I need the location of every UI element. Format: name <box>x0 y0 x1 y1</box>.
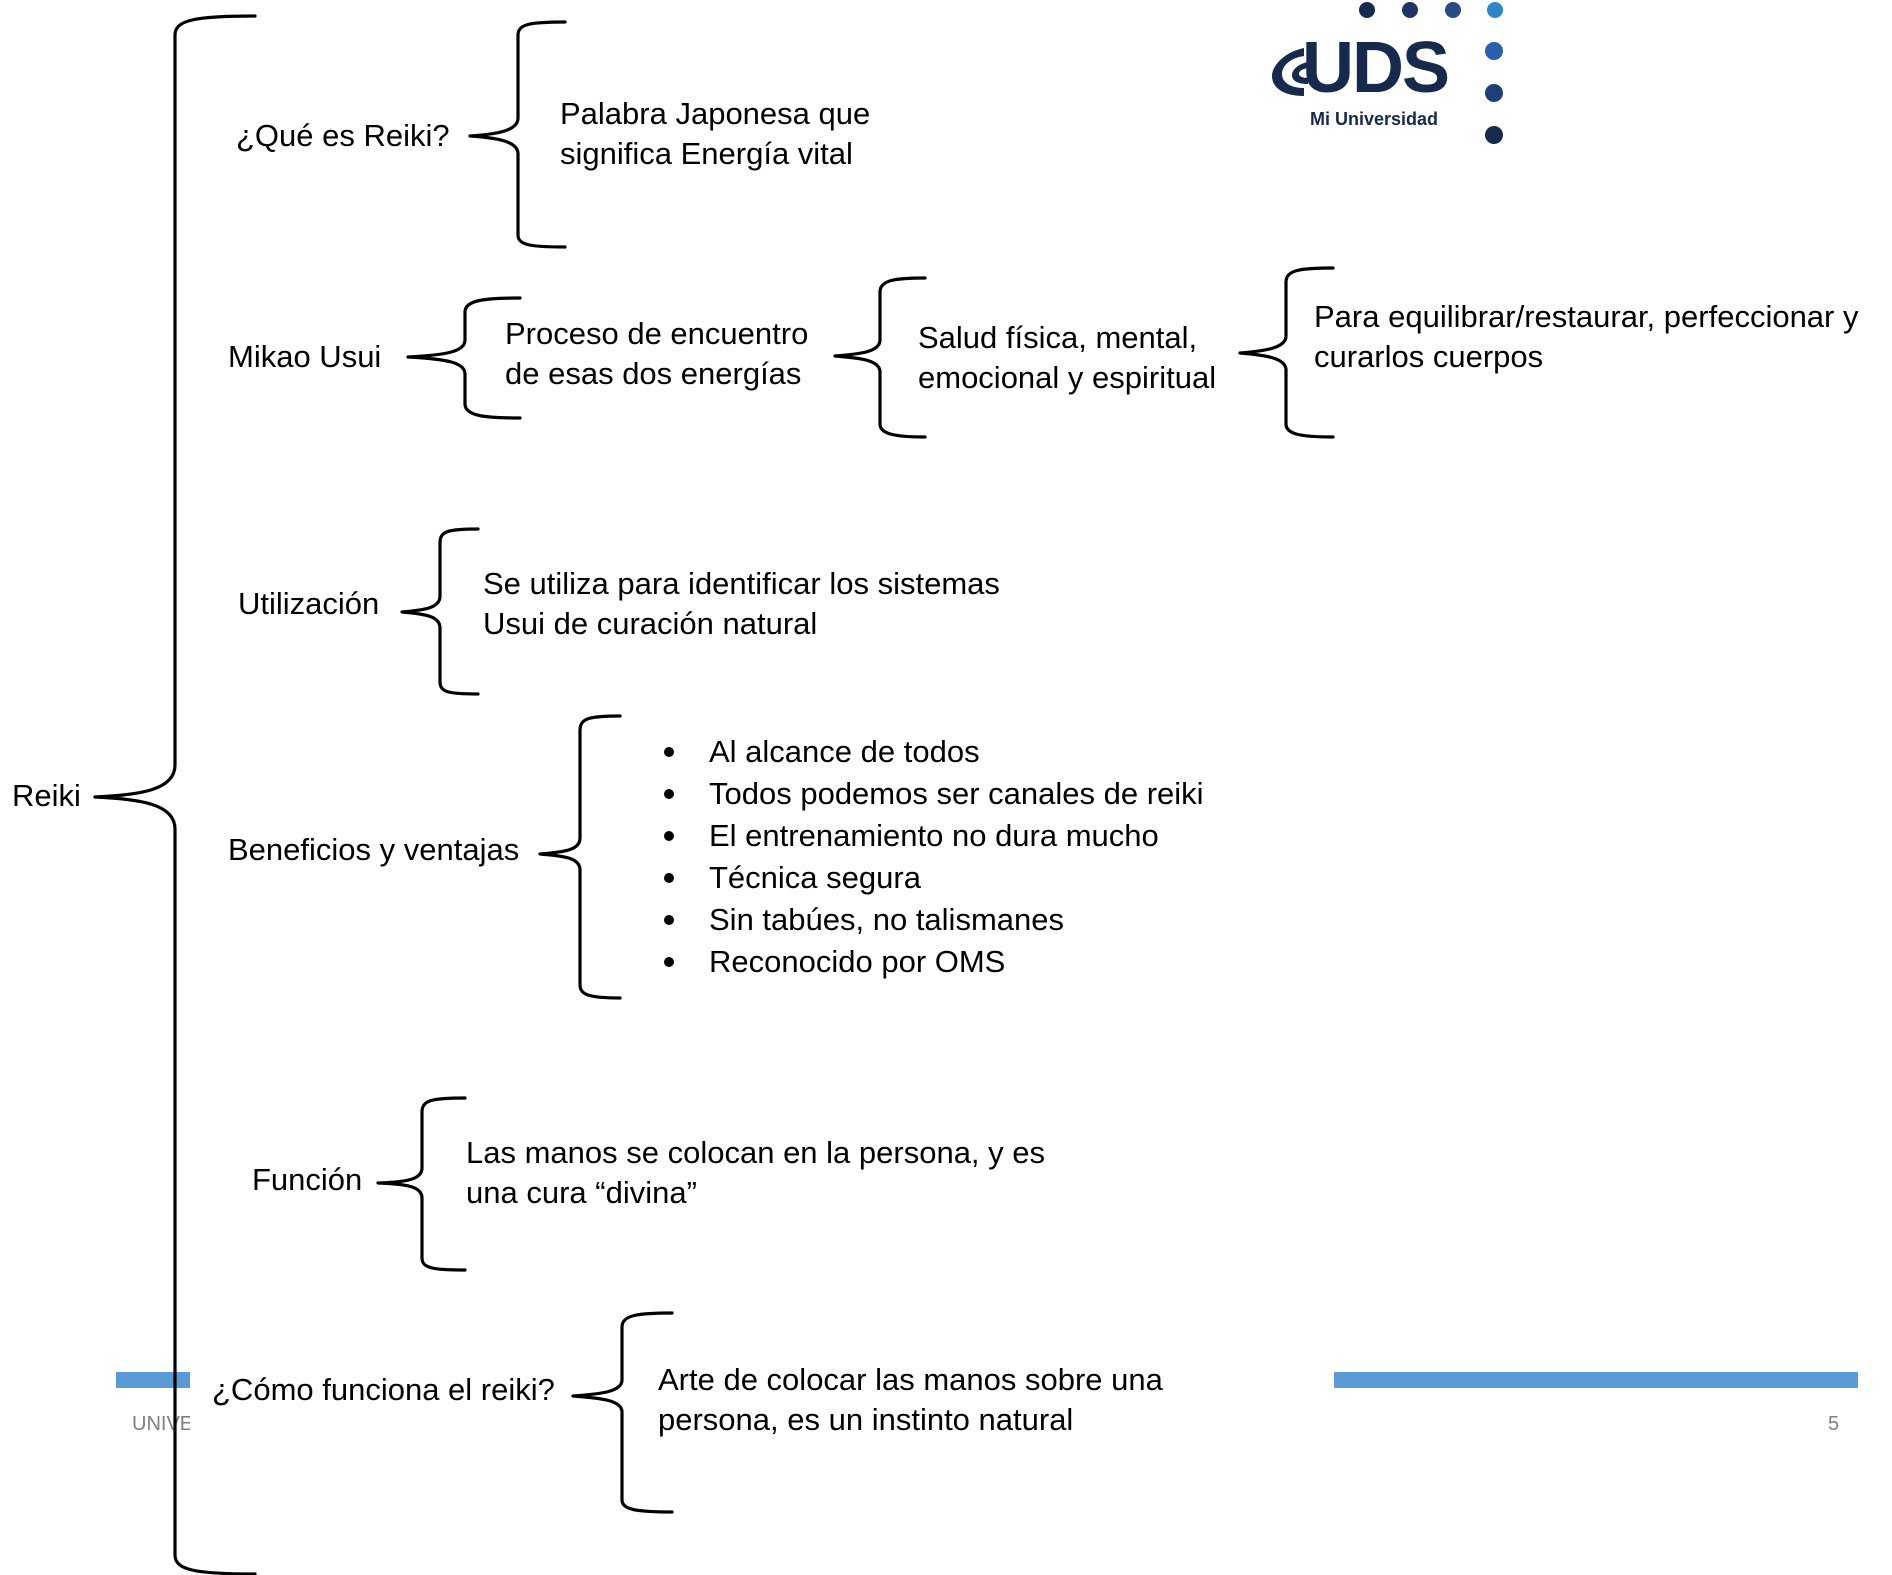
footer-bar-right <box>1334 1372 1858 1388</box>
uds-logo: UDS Mi Universidad <box>1262 0 1522 150</box>
what-label: ¿Qué es Reiki? <box>236 118 450 153</box>
benefit-item: Sin tabúes, no talismanes <box>664 899 1204 941</box>
usui-step3-brace <box>1238 266 1335 439</box>
benefit-text: Técnica segura <box>709 860 921 895</box>
logo-dot-icon <box>1445 2 1461 18</box>
benefits-label: Beneficios y ventajas <box>228 832 520 867</box>
what-detail: Palabra Japonesa que significa Energía v… <box>560 96 871 171</box>
usui-brace <box>406 296 522 420</box>
root-label: Reiki <box>12 778 81 813</box>
usui-step2: Salud física, mental, emocional y espiri… <box>918 320 1217 395</box>
logo-dot-icon <box>1485 42 1503 60</box>
benefit-text: Todos podemos ser canales de reiki <box>709 776 1204 811</box>
logo-dot-icon <box>1402 2 1418 18</box>
benefit-text: Reconocido por OMS <box>709 944 1006 979</box>
logo-dot-icon <box>1485 126 1503 144</box>
benefit-item: Técnica segura <box>664 857 1204 899</box>
how-detail: Arte de colocar las manos sobre una pers… <box>658 1362 1163 1437</box>
logo-swoosh-icon <box>1272 48 1308 96</box>
function-brace <box>376 1096 467 1272</box>
usui-step1: Proceso de encuentro de esas dos energía… <box>505 316 809 391</box>
bullet-icon <box>664 915 674 925</box>
usui-step2-brace <box>833 276 927 439</box>
logo-dot-icon <box>1359 2 1375 18</box>
benefit-item: Reconocido por OMS <box>664 941 1204 983</box>
usui-step3: Para equilibrar/restaurar, perfeccionar … <box>1314 299 1859 374</box>
benefit-item: Al alcance de todos <box>664 731 1204 773</box>
logo-dot-icon <box>1487 2 1503 18</box>
page-number: 5 <box>1828 1413 1840 1435</box>
how-label: ¿Cómo funciona el reiki? <box>212 1370 555 1410</box>
benefit-text: Al alcance de todos <box>709 734 980 769</box>
what-brace <box>468 20 567 249</box>
bullet-icon <box>664 957 674 967</box>
use-detail: Se utiliza para identificar los sistemas… <box>483 566 1000 641</box>
bullet-icon <box>664 789 674 799</box>
how-brace <box>571 1311 674 1514</box>
use-brace <box>400 527 480 696</box>
function-detail: Las manos se colocan en la persona, y es… <box>466 1135 1046 1210</box>
benefit-item: Todos podemos ser canales de reiki <box>664 773 1204 815</box>
benefits-brace <box>538 714 622 1000</box>
benefit-text: Sin tabúes, no talismanes <box>709 902 1064 937</box>
benefit-text: El entrenamiento no dura mucho <box>709 818 1159 853</box>
footer-bar-left <box>116 1372 190 1388</box>
benefit-item: El entrenamiento no dura mucho <box>664 815 1204 857</box>
benefits-list: Al alcance de todos Todos podemos ser ca… <box>664 731 1204 983</box>
bullet-icon <box>664 873 674 883</box>
bullet-icon <box>664 747 674 757</box>
bullet-icon <box>664 831 674 841</box>
function-label: Función <box>252 1162 363 1197</box>
logo-tagline: Mi Universidad <box>1310 109 1439 129</box>
root-brace <box>93 14 257 1575</box>
logo-dot-icon <box>1485 84 1503 102</box>
use-label: Utilización <box>238 586 380 621</box>
usui-label: Mikao Usui <box>228 339 382 374</box>
logo-wordmark: UDS <box>1302 28 1450 108</box>
